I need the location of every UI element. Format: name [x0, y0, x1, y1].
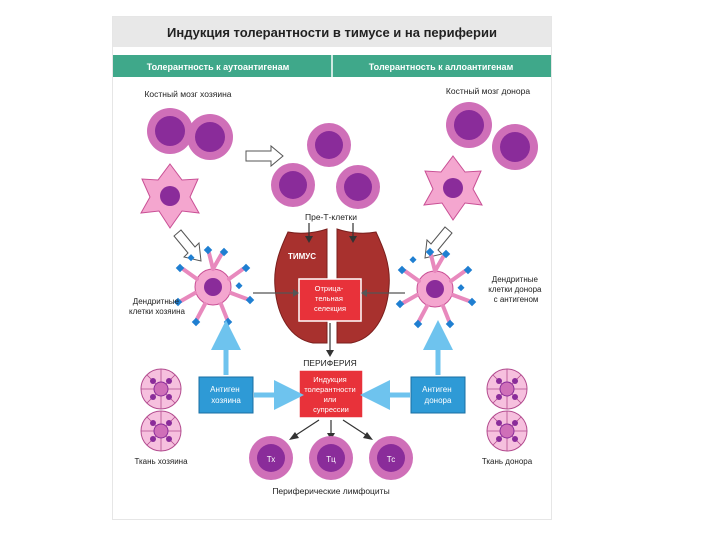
donor-antigen-text: Антиген донора: [422, 385, 454, 405]
arrow-pre-t-right-head: [349, 236, 357, 243]
host-tissue-cell: [140, 368, 182, 410]
host-marrow-cell: [147, 108, 193, 154]
pre-t-cell: [307, 123, 351, 167]
arrow-to-th-head: [289, 432, 299, 440]
donor-dendritic-cell: [401, 253, 471, 323]
donor-dc-label: Дендритные клетки донора с антигеном: [488, 275, 543, 304]
lymphocyte-label: Тс: [387, 455, 395, 464]
negative-selection-text: Отрица- тельная селекция: [314, 284, 346, 313]
host-antigen-text: Антиген хозяина: [210, 385, 242, 405]
arrow-to-ts-head: [363, 432, 373, 440]
thymus-label: ТИМУС: [288, 252, 316, 261]
arrow-to-ts: [342, 419, 370, 438]
negative-selection-box: [298, 278, 362, 322]
header-right: Толерантность к аллоантигенам: [369, 62, 514, 72]
arrow-host-dc-to-selection-head: [293, 289, 299, 297]
donor-tissue-cell: [486, 368, 528, 410]
donor-marrow-label: Костный мозг донора: [446, 86, 530, 96]
title-bar: [113, 17, 551, 47]
host-tissue-label: Ткань хозяина: [134, 457, 188, 466]
arrow-to-pre-t: [245, 144, 284, 168]
lymphocyte-ts: [369, 436, 413, 480]
lymphocyte-label: Тх: [267, 455, 276, 464]
lymphocyte-tc: [309, 436, 353, 480]
donor-stellate-cell: [423, 155, 483, 221]
donor-antigen-markers: [395, 247, 477, 329]
host-antigen-box: [198, 376, 254, 414]
pre-t-cell: [271, 163, 315, 207]
donor-tissue-cell: [486, 410, 528, 452]
donor-marrow-cell: [446, 102, 492, 148]
periphery-label: ПЕРИФЕРИЯ: [303, 358, 357, 368]
lymphocyte-th: [249, 436, 293, 480]
host-tissue-cell: [140, 410, 182, 452]
arrow-thymus-to-periphery-head: [326, 350, 334, 357]
arrow-donor-dc-to-selection-head: [361, 289, 367, 297]
host-stellate-cell: [140, 163, 200, 229]
peripheral-lymphocytes-label: Периферические лимфоциты: [272, 486, 389, 496]
tolerance-figure: Индукция толерантности в тимусе и на пер…: [113, 17, 551, 519]
arrow-to-th: [292, 419, 320, 438]
host-dc-label: Дендритные клетки хозяина: [129, 297, 185, 316]
header-left: Толерантность к аутоантигенам: [147, 62, 290, 72]
figure-title: Индукция толерантности в тимусе и на пер…: [167, 25, 497, 40]
host-marrow-cell: [187, 114, 233, 160]
donor-antigen-box: [410, 376, 466, 414]
lymphocyte-label: Тц: [326, 455, 336, 464]
host-marrow-label: Костный мозг хозяина: [144, 89, 231, 99]
pre-t-cell: [336, 165, 380, 209]
arrow-to-host-dc: [173, 229, 202, 262]
pre-t-label: Пре-Т-клетки: [305, 212, 357, 222]
diagram-canvas: Индукция толерантности в тимусе и на пер…: [113, 17, 551, 496]
host-dendritic-cell: [179, 251, 249, 321]
donor-marrow-cell: [492, 124, 538, 170]
donor-tissue-label: Ткань донора: [482, 457, 533, 466]
arrow-pre-t-left-head: [305, 236, 313, 243]
tolerance-induction-text: Индукция толерантности или супрессии: [304, 375, 358, 414]
